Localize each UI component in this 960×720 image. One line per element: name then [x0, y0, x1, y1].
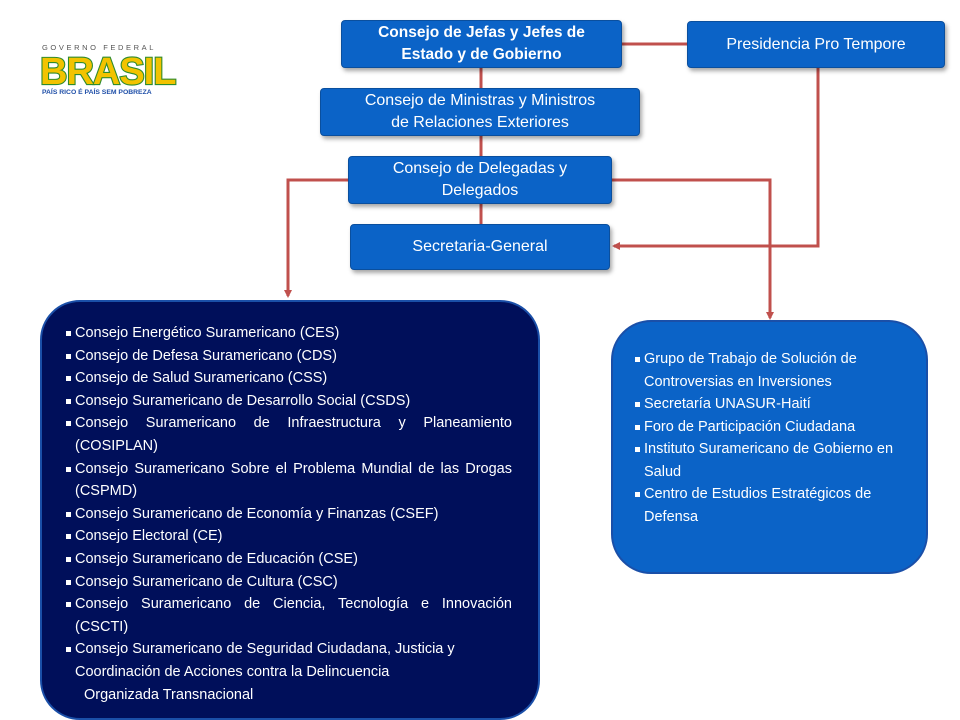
ministers-council-box: Consejo de Ministras y Ministros de Rela… [320, 88, 640, 136]
list-item: Consejo Suramericano de Ciencia, Tecnolo… [66, 593, 512, 638]
delegates-council-box: Consejo de Delegadas y Delegados [348, 156, 612, 204]
list-item: Consejo Suramericano de Desarrollo Socia… [66, 390, 512, 413]
list-item: Consejo Energético Suramericano (CES) [66, 322, 512, 345]
list-item: Consejo Suramericano de Educación (CSE) [66, 548, 512, 571]
connector-presidency-secretariat [612, 68, 820, 250]
list-item: Consejo Suramericano de Seguridad Ciudad… [66, 638, 512, 683]
ministers-line-1: Consejo de Ministras y Ministros [364, 92, 596, 109]
list-item: Consejo de Defesa Suramericano (CDS) [66, 345, 512, 368]
delegates-line-2: Delegados [441, 182, 519, 199]
connector-delegates-right-panel [612, 178, 774, 320]
presidency-pro-tempore-box: Presidencia Pro Tempore [687, 21, 945, 68]
ministers-line-2: de Relaciones Exteriores [391, 114, 569, 131]
delegates-line-1: Consejo de Delegadas y [392, 160, 568, 177]
list-item: Foro de Participación Ciudadana [635, 416, 906, 439]
list-item: Centro de Estudios Estratégicos de Defen… [635, 483, 906, 528]
secretariat-general-box: Secretaria-General [350, 224, 610, 270]
list-item: Consejo Suramericano de Cultura (CSC) [66, 571, 512, 594]
list-item: Consejo Suramericano Sobre el Problema M… [66, 458, 512, 503]
list-item: Consejo Suramericano de Infraestructura … [66, 412, 512, 457]
list-item: Instituto Suramericano de Gobierno en Sa… [635, 438, 906, 483]
logo-tagline: PAÍS RICO É PAÍS SEM POBREZA [42, 87, 152, 96]
connector-delegates-left-panel [284, 178, 348, 298]
heads-of-state-line-1: Consejo de Jefas y Jefes de [378, 24, 585, 41]
secretariat-label: Secretaria-General [412, 238, 548, 255]
other-bodies-panel: Grupo de Trabajo de Solución de Controve… [611, 320, 928, 574]
list-item: Grupo de Trabajo de Solución de Controve… [635, 348, 906, 393]
list-item: Consejo Electoral (CE) [66, 525, 512, 548]
list-item: Consejo de Salud Suramericano (CSS) [66, 367, 512, 390]
heads-of-state-line-2: Estado y de Gobierno [401, 46, 562, 63]
sectoral-councils-list: Consejo Energético Suramericano (CES) Co… [66, 322, 512, 684]
list-item-continuation: Organizada Transnacional [84, 686, 254, 703]
sectoral-councils-panel: Consejo Energético Suramericano (CES) Co… [40, 300, 540, 720]
list-item: Consejo Suramericano de Economía y Finan… [66, 503, 512, 526]
other-bodies-list: Grupo de Trabajo de Solución de Controve… [635, 348, 906, 528]
logo-wordmark: BRASIL [40, 51, 176, 93]
brasil-government-logo: GOVERNO FEDERAL BRASIL PAÍS RICO É PAÍS … [40, 43, 178, 96]
heads-of-state-council-box: Consejo de Jefas y Jefes de Estado y de … [341, 20, 622, 68]
list-item: Secretaría UNASUR-Haití [635, 393, 906, 416]
logo-top-text: GOVERNO FEDERAL [42, 43, 156, 52]
presidency-label: Presidencia Pro Tempore [726, 35, 906, 53]
